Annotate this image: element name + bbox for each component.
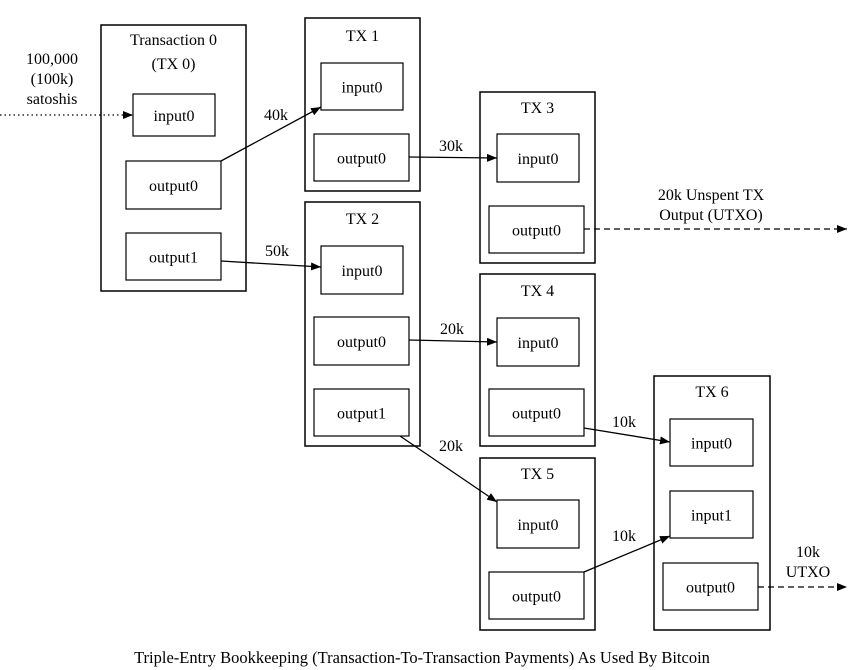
source-amount-note: 100,000 [26,51,78,68]
port-input0: input0 [496,317,580,367]
flow-arrow-tx0-output1-to-tx2-input0 [220,260,322,271]
port-input0: input0 [320,245,404,295]
transaction-title: TX 6 [695,384,728,401]
flow-arrow-tx2-output1-to-tx5-input0 [399,435,498,503]
port-output1: output1 [313,388,410,437]
flow-arrow-tx0-output0-to-tx1-input0 [220,106,322,162]
flow-arrow-tx1-output0-to-tx3-input0 [408,153,498,162]
transaction-tx2: TX 2 input0 output0 output1 [304,201,421,447]
port-output0: output0 [488,571,585,620]
transaction-tx4: TX 4 input0 output0 [479,273,596,447]
transaction-tx5: TX 5 input0 output0 [479,457,596,631]
transaction-tx0: Transaction 0 (TX 0) input0 output0 output1 [100,24,247,292]
port-output0: output0 [125,160,222,210]
port-box [488,388,585,437]
source-amount-note: satoshis [27,91,78,108]
port-output0: output0 [488,205,585,254]
port-box [669,490,754,539]
transaction-tx6: TX 6 input0 input1 output0 [653,375,771,631]
edge-amount-label: 10k [796,544,820,561]
port-label: output1 [149,250,198,267]
edge-amount-label: Output (UTXO) [659,207,763,224]
port-label: input0 [154,108,195,125]
port-label: output0 [686,580,735,597]
port-output0: output0 [313,133,410,182]
edge-amount-label: 30k [439,138,463,155]
port-box [313,388,410,437]
edge-amount-label: 20k [439,438,463,455]
port-label: output0 [512,589,561,606]
flow-arrow-tx5-output0-to-tx6-input1 [583,535,671,573]
transaction-tx1: TX 1 input0 output0 [304,17,421,192]
edge-amount-label: 20k Unspent TX [658,187,765,204]
flow-arrow-tx2-output0-to-tx4-input0 [408,337,498,346]
port-box [320,245,404,295]
transaction-title: TX 1 [346,28,379,45]
port-output0: output0 [662,562,759,611]
source-amount-note: (100k) [31,71,74,88]
transaction-title: TX 3 [521,100,554,117]
port-input0: input0 [320,62,404,111]
port-label: output1 [337,406,386,423]
port-box [132,93,216,137]
port-box [488,205,585,254]
port-input0: input0 [496,499,580,549]
edge-amount-label: 10k [612,414,636,431]
port-label: input0 [342,263,383,280]
port-box [488,571,585,620]
port-label: input0 [518,335,559,352]
port-label: input0 [342,80,383,97]
port-label: output0 [337,151,386,168]
port-input0: input0 [669,418,754,467]
port-output0: output0 [488,388,585,437]
edge-amount-label: 20k [440,321,464,338]
port-output0: output0 [313,316,410,366]
port-label: output0 [512,223,561,240]
port-box [669,418,754,467]
port-output1: output1 [125,232,222,281]
port-box [313,316,410,366]
diagram-caption: Triple-Entry Bookkeeping (Transaction-To… [134,648,710,667]
transaction-title: (TX 0) [152,56,196,73]
port-label: input0 [518,517,559,534]
port-box [320,62,404,111]
port-label: input1 [691,508,732,525]
edge-amount-label: 40k [264,107,288,124]
port-input0: input0 [132,93,216,137]
port-box [125,160,222,210]
port-box [496,499,580,549]
flow-arrow-tx4-output0-to-tx6-input0 [583,427,671,445]
edge-amount-label: 10k [612,528,636,545]
port-input1: input1 [669,490,754,539]
port-box [313,133,410,182]
transaction-title: Transaction 0 [130,32,217,49]
port-label: output0 [149,178,198,195]
edge-amount-label: 50k [265,243,289,260]
transaction-title: TX 4 [521,283,554,300]
transaction-title: TX 5 [521,466,554,483]
port-box [496,133,580,183]
port-input0: input0 [496,133,580,183]
transaction-title: TX 2 [346,211,379,228]
transaction-tx3: TX 3 input0 output0 [479,91,596,264]
port-box [125,232,222,281]
port-label: input0 [691,436,732,453]
edge-amount-label: UTXO [786,564,830,581]
port-label: output0 [337,334,386,351]
port-label: input0 [518,151,559,168]
port-label: output0 [512,406,561,423]
